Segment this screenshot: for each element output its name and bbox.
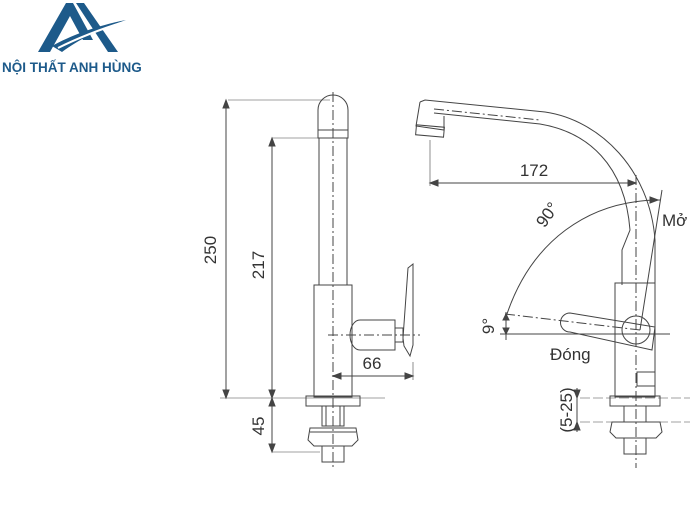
dim-spout-reach: 172 <box>520 161 548 180</box>
dim-spout-height: 217 <box>249 251 268 279</box>
front-view <box>220 92 420 470</box>
mountain-logo-icon <box>38 3 126 52</box>
label-closed: Đóng <box>550 345 591 364</box>
dim-close-angle: 9° <box>479 318 498 334</box>
side-view <box>415 99 690 468</box>
dim-handle-depth: 66 <box>363 354 382 373</box>
brand-name: NỘI THẤT ANH HÙNG <box>2 60 142 75</box>
dim-base-height: 45 <box>249 417 268 436</box>
brand-logo: NỘI THẤT ANH HÙNG <box>0 0 200 80</box>
dim-open-angle: 90° <box>532 199 562 231</box>
dim-total-height: 250 <box>201 236 220 264</box>
label-open: Mở <box>662 211 687 230</box>
dim-counter-thickness: (5-25) <box>557 387 576 432</box>
